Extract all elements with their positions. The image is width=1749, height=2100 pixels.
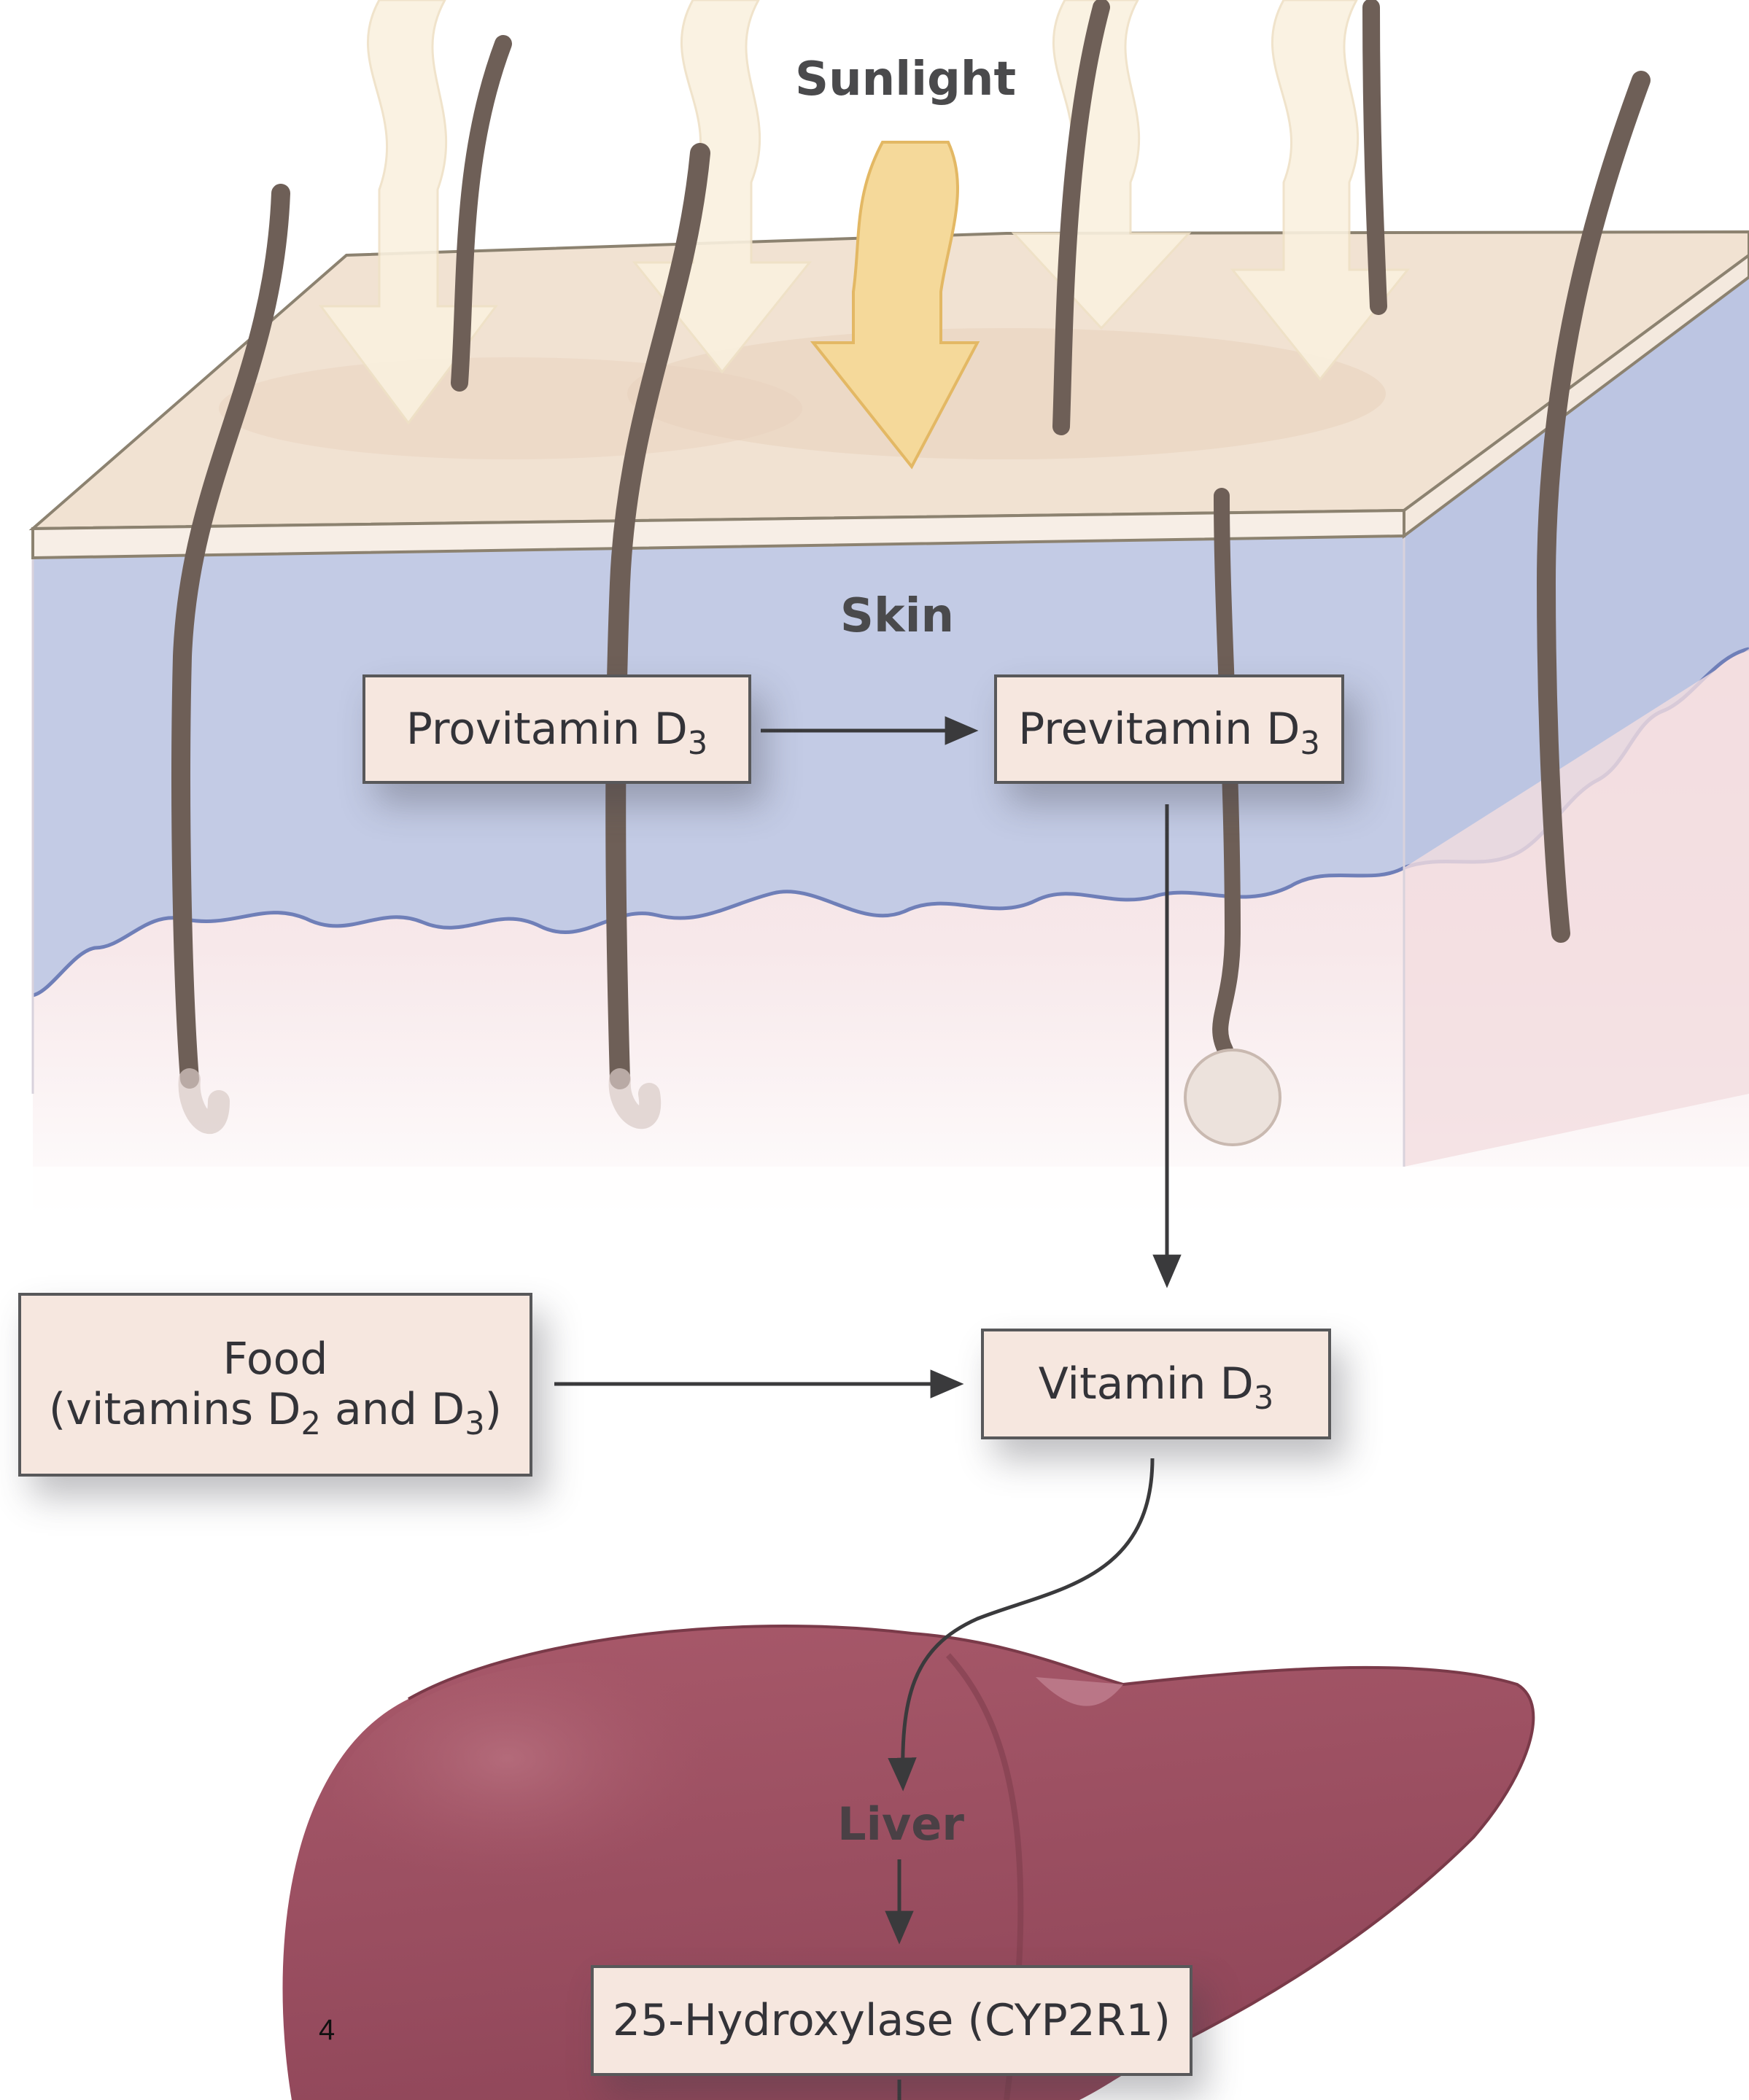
page-number: 4 — [319, 2014, 335, 2047]
previtamin-d3-label: Previtamin D3 — [1018, 704, 1320, 755]
skin-label: Skin — [788, 589, 1007, 643]
food-box: Food (vitamins D2 and D3) — [18, 1293, 532, 1477]
vitamin-d3-box: Vitamin D3 — [981, 1329, 1331, 1439]
sunlight-label: Sunlight — [795, 52, 1014, 106]
provitamin-d3-box: Provitamin D3 — [362, 674, 751, 784]
food-label: Food — [223, 1334, 328, 1385]
provitamin-d3-label: Provitamin D3 — [406, 704, 708, 755]
hydroxylase-box: 25-Hydroxylase (CYP2R1) — [591, 1965, 1192, 2076]
liver-label: Liver — [791, 1797, 1010, 1851]
vitamin-d3-label: Vitamin D3 — [1039, 1359, 1274, 1409]
previtamin-d3-box: Previtamin D3 — [994, 674, 1344, 784]
food-vitamins-label: (vitamins D2 and D3) — [49, 1385, 502, 1435]
hydroxylase-label: 25-Hydroxylase (CYP2R1) — [613, 1996, 1171, 2046]
